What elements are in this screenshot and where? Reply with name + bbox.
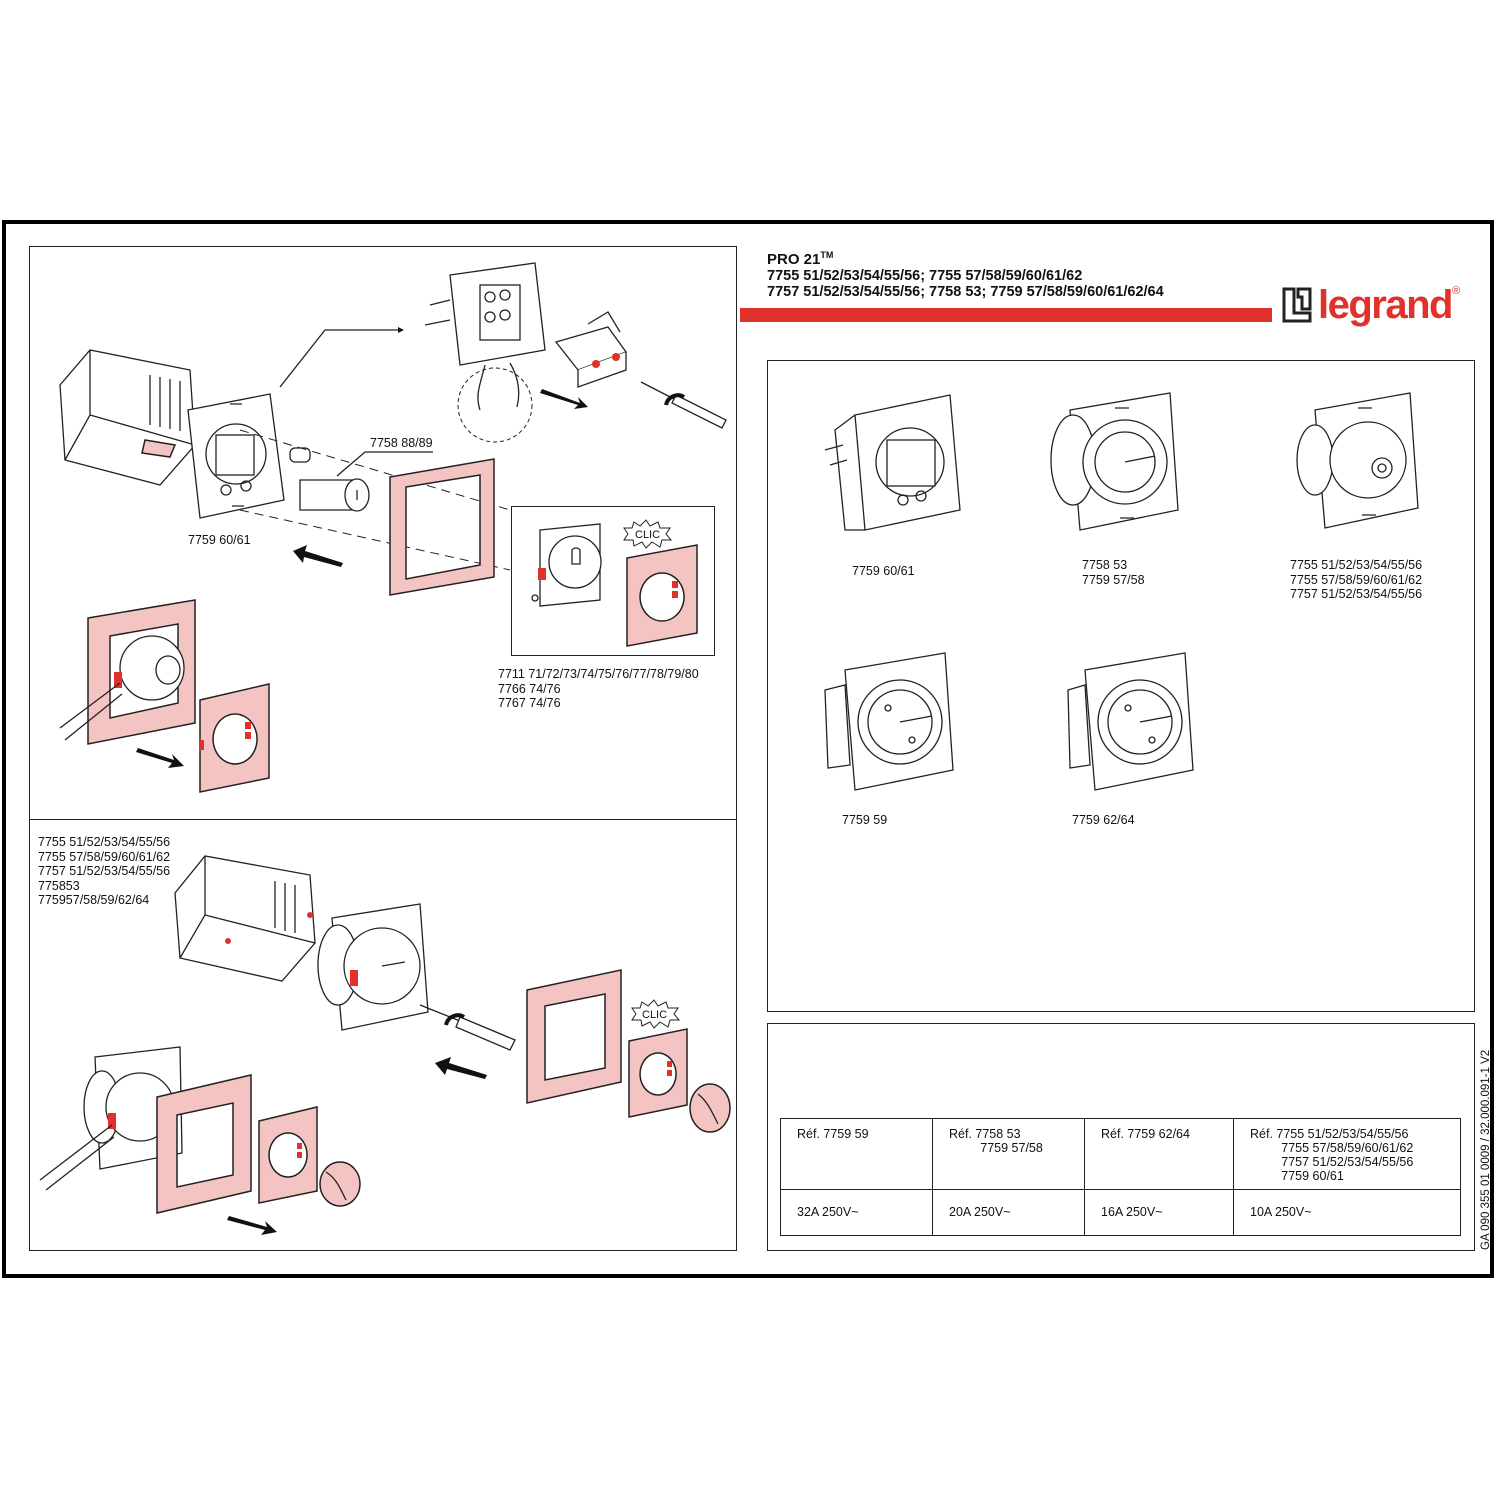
lock-cylinder-illustration xyxy=(289,447,370,512)
trademark: TM xyxy=(820,250,834,260)
product-refs-line-1: 7755 51/52/53/54/55/56; 7755 57/58/59/60… xyxy=(767,268,1083,284)
square-frame-bottom-right xyxy=(526,969,622,1104)
wiring-zoom-circle xyxy=(457,367,533,443)
arrow-down-right-bottom-icon xyxy=(227,1216,277,1235)
table-cell-ref-1: Réf. 7759 59 xyxy=(780,1118,933,1190)
panel-gallery xyxy=(767,360,1475,1012)
clic-badge xyxy=(623,519,673,549)
label-lock-refs: 7711 71/72/73/74/75/76/77/78/79/80 7766 … xyxy=(498,667,699,710)
arrow-left-icon xyxy=(293,545,343,567)
product-7755-image xyxy=(1296,392,1419,529)
gallery-label-3: 7755 51/52/53/54/55/56 7755 57/58/59/60/… xyxy=(1290,558,1423,601)
leader-line-lock xyxy=(336,451,433,477)
mounting-box-illustration xyxy=(59,349,196,486)
top-terminal-illustration xyxy=(424,262,546,411)
rotary-module-bottom xyxy=(317,903,429,1031)
gallery-label-4: 7759 59 xyxy=(842,813,888,827)
table-cell-ref-4: Réf. 7755 51/52/53/54/55/56 7755 57/58/5… xyxy=(1233,1118,1461,1190)
logo-registered: ® xyxy=(1451,285,1461,297)
table-cell-rating-1: 32A 250V~ xyxy=(780,1189,933,1236)
product-7759-59-image xyxy=(824,652,954,791)
connection-line xyxy=(279,327,404,388)
label-bottom-refs: 7755 51/52/53/54/55/56 7755 57/58/59/60/… xyxy=(38,835,171,907)
arrow-connector-icon xyxy=(540,389,588,409)
product-7759-60-61-image xyxy=(824,394,961,531)
lock-detail-box xyxy=(511,506,715,656)
round-frame-removal xyxy=(258,1106,318,1204)
mounting-box-bottom xyxy=(174,855,316,982)
gallery-label-2: 7758 53 7759 57/58 xyxy=(1082,558,1145,587)
arrow-left-bottom-icon xyxy=(435,1057,487,1079)
legrand-mark-icon xyxy=(1282,287,1312,323)
rotary-knob-right-icon xyxy=(689,1083,731,1133)
round-frame-top-right xyxy=(626,544,698,647)
arrow-down-right-icon xyxy=(136,748,184,768)
gallery-label-5: 7759 62/64 xyxy=(1072,813,1135,827)
gallery-label-1: 7759 60/61 xyxy=(852,564,915,578)
table-row-ratings: 32A 250V~ 20A 250V~ 16A 250V~ 10A 250V~ xyxy=(780,1189,1461,1236)
square-frame-top xyxy=(389,458,495,596)
red-accent-bar xyxy=(740,308,1272,322)
instruction-sheet xyxy=(2,220,1494,1278)
rating-table: Réf. 7759 59 Réf. 7758 53 7759 57/58 Réf… xyxy=(780,1118,1461,1236)
square-frame-removal xyxy=(156,1074,252,1214)
dashed-guides xyxy=(239,429,511,571)
table-cell-rating-4: 10A 250V~ xyxy=(1233,1189,1461,1236)
table-cell-rating-3: 16A 250V~ xyxy=(1084,1189,1234,1236)
legrand-logo: legrand ® xyxy=(1282,283,1460,327)
label-lock-cylinder: 7758 88/89 xyxy=(370,436,433,450)
lock-module-illustration xyxy=(531,523,602,607)
table-row-refs: Réf. 7759 59 Réf. 7758 53 7759 57/58 Réf… xyxy=(780,1118,1461,1190)
removal-frame-illustration xyxy=(59,599,196,745)
clic-text-bottom: CLIC xyxy=(642,1009,668,1021)
connector-illustration xyxy=(554,311,628,388)
table-cell-ref-2: Réf. 7758 53 7759 57/58 xyxy=(932,1118,1085,1190)
product-header: PRO 21TM 7755 51/52/53/54/55/56; 7755 57… xyxy=(767,247,1164,300)
rotary-knob-left-icon xyxy=(319,1161,361,1207)
panel-bottom-left xyxy=(29,819,737,1251)
label-socket-module: 7759 60/61 xyxy=(188,533,251,547)
document-code: GA 090 355 01 0009 / 32.000.091-1 V2 xyxy=(1480,1049,1492,1250)
round-frame-bottom xyxy=(199,683,270,793)
logo-wordmark: legrand xyxy=(1318,282,1453,327)
table-cell-rating-2: 20A 250V~ xyxy=(932,1189,1085,1236)
product-7758-53-image xyxy=(1050,392,1179,531)
table-cell-ref-3: Réf. 7759 62/64 xyxy=(1084,1118,1234,1190)
round-frame-bottom-right xyxy=(628,1028,688,1118)
panel-spec xyxy=(767,1023,1475,1251)
screwdriver-bottom-icon xyxy=(419,1004,516,1051)
screwdriver-icon xyxy=(640,381,727,429)
clic-text-top: CLIC xyxy=(635,529,661,541)
product-title: PRO 21 xyxy=(767,251,821,268)
product-7759-62-64-image xyxy=(1067,652,1194,791)
product-refs-line-2: 7757 51/52/53/54/55/56; 7758 53; 7759 57… xyxy=(767,284,1164,300)
socket-module-illustration xyxy=(187,393,285,519)
clic-badge-bottom xyxy=(631,999,681,1029)
